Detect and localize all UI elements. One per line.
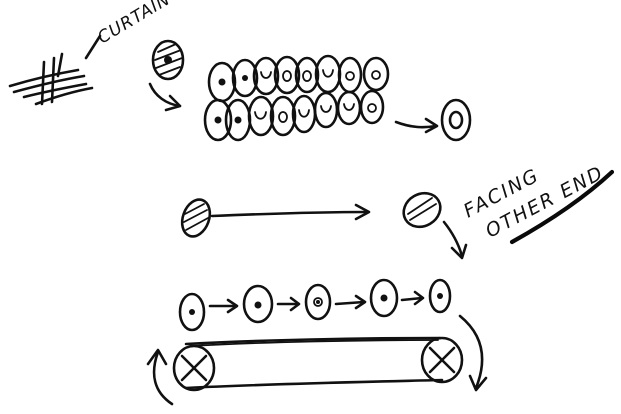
chain-arrow — [276, 296, 301, 312]
cluster-cell — [337, 56, 363, 94]
chain-cell — [242, 284, 274, 324]
arrow-source-to-cluster — [148, 82, 182, 112]
cluster-cell — [231, 58, 259, 98]
cluster-cell — [359, 89, 385, 125]
chain-cell — [304, 283, 332, 321]
arrow-right-down — [458, 314, 488, 392]
cluster-cell — [336, 90, 362, 126]
curtain-label-slash — [84, 34, 102, 60]
cluster-cell — [269, 95, 297, 137]
hatched-source-cell — [151, 39, 185, 81]
cluster-cell — [362, 56, 390, 92]
cluster-cell — [207, 61, 237, 103]
cluster-cell — [247, 95, 275, 137]
arrow-cluster-to-cell — [394, 117, 439, 134]
cluster-cell — [294, 56, 320, 94]
cell-chain — [178, 278, 452, 332]
cluster-cell — [252, 56, 280, 96]
arrow-middle — [210, 203, 371, 221]
arrow-facing-down — [442, 220, 468, 260]
chain-cell — [178, 292, 206, 332]
wheel-right-x-icon — [420, 336, 464, 384]
loop-band — [184, 336, 444, 390]
facing-underline — [509, 169, 615, 245]
hatched-cell-left — [180, 198, 212, 238]
hatched-cell-right — [402, 191, 442, 229]
chain-arrow — [334, 294, 367, 310]
cluster-cell — [224, 98, 252, 142]
chain-arrow — [208, 298, 239, 314]
cell-cluster — [203, 54, 390, 142]
cluster-cell — [313, 91, 339, 129]
chain-cell — [428, 278, 452, 314]
cluster-cell — [314, 54, 342, 94]
cluster-cell — [203, 98, 233, 142]
curtain-scribble — [8, 52, 94, 106]
wheel-left-x-icon — [172, 344, 216, 392]
cluster-cell — [273, 55, 301, 95]
arrow-left-up — [146, 348, 174, 406]
chain-arrow — [400, 290, 425, 306]
single-cell-right — [440, 98, 472, 142]
cluster-cell — [291, 94, 317, 134]
chain-cell — [369, 278, 399, 318]
